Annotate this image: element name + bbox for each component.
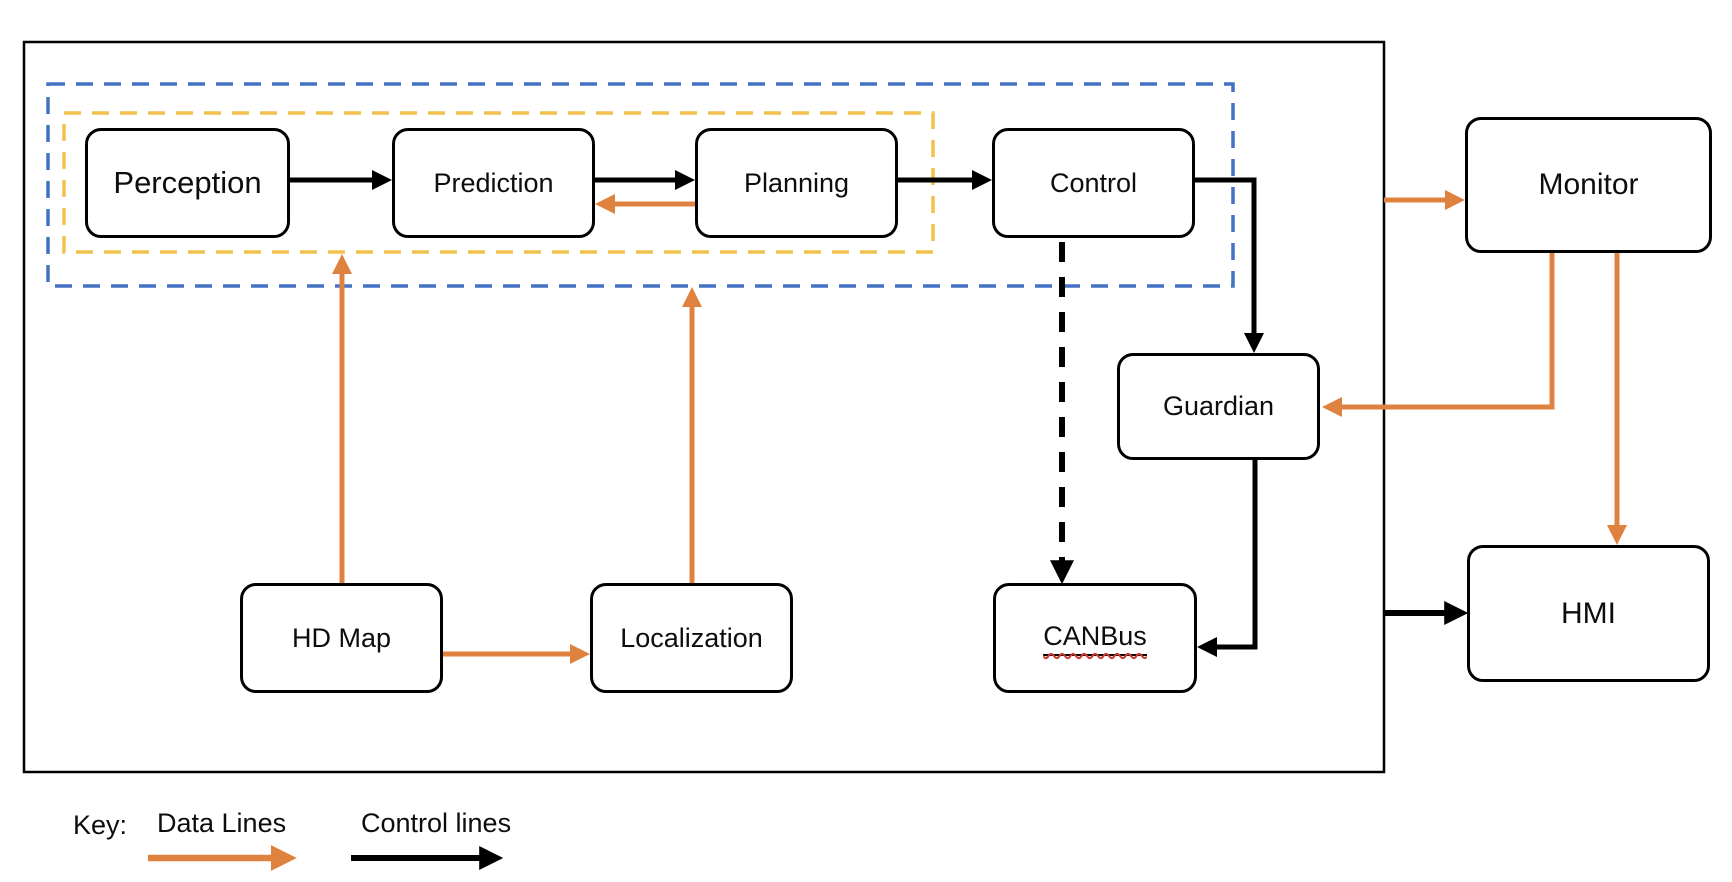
- node-perception: Perception: [85, 128, 290, 238]
- blue-dashed-group: [46, 82, 1235, 288]
- node-guardian: Guardian: [1117, 353, 1320, 460]
- node-guardian-label: Guardian: [1162, 391, 1275, 421]
- node-control-label: Control: [1049, 167, 1138, 198]
- edge-monitor-to-guardian: [1322, 253, 1555, 417]
- node-monitor-label: Monitor: [1538, 168, 1639, 201]
- node-hd-map: HD Map: [240, 583, 443, 693]
- legend-control-lines-label: Control lines: [361, 808, 512, 838]
- node-canbus-label: CANBus: [1043, 620, 1147, 651]
- edge-guardian-to-canbus: [1197, 460, 1258, 657]
- node-canbus-underline: CANBus: [1043, 621, 1147, 656]
- node-perception-label: Perception: [113, 165, 262, 200]
- node-monitor: Monitor: [1465, 117, 1712, 253]
- node-hmi-label: HMI: [1561, 596, 1616, 630]
- node-control: Control: [992, 128, 1195, 238]
- legend-key-label: Key:: [73, 810, 128, 840]
- node-planning: Planning: [695, 128, 898, 238]
- node-planning-label: Planning: [743, 167, 850, 198]
- node-localization: Localization: [590, 583, 793, 693]
- legend-data-lines-label: Data Lines: [157, 808, 287, 838]
- edge-control-to-guardian: [1195, 177, 1264, 353]
- node-localization-label: Localization: [620, 622, 763, 653]
- node-prediction-label: Prediction: [433, 167, 554, 198]
- node-prediction: Prediction: [392, 128, 595, 238]
- node-canbus: CANBus: [993, 583, 1197, 693]
- node-hd-map-label: HD Map: [291, 622, 392, 653]
- node-hmi: HMI: [1467, 545, 1710, 682]
